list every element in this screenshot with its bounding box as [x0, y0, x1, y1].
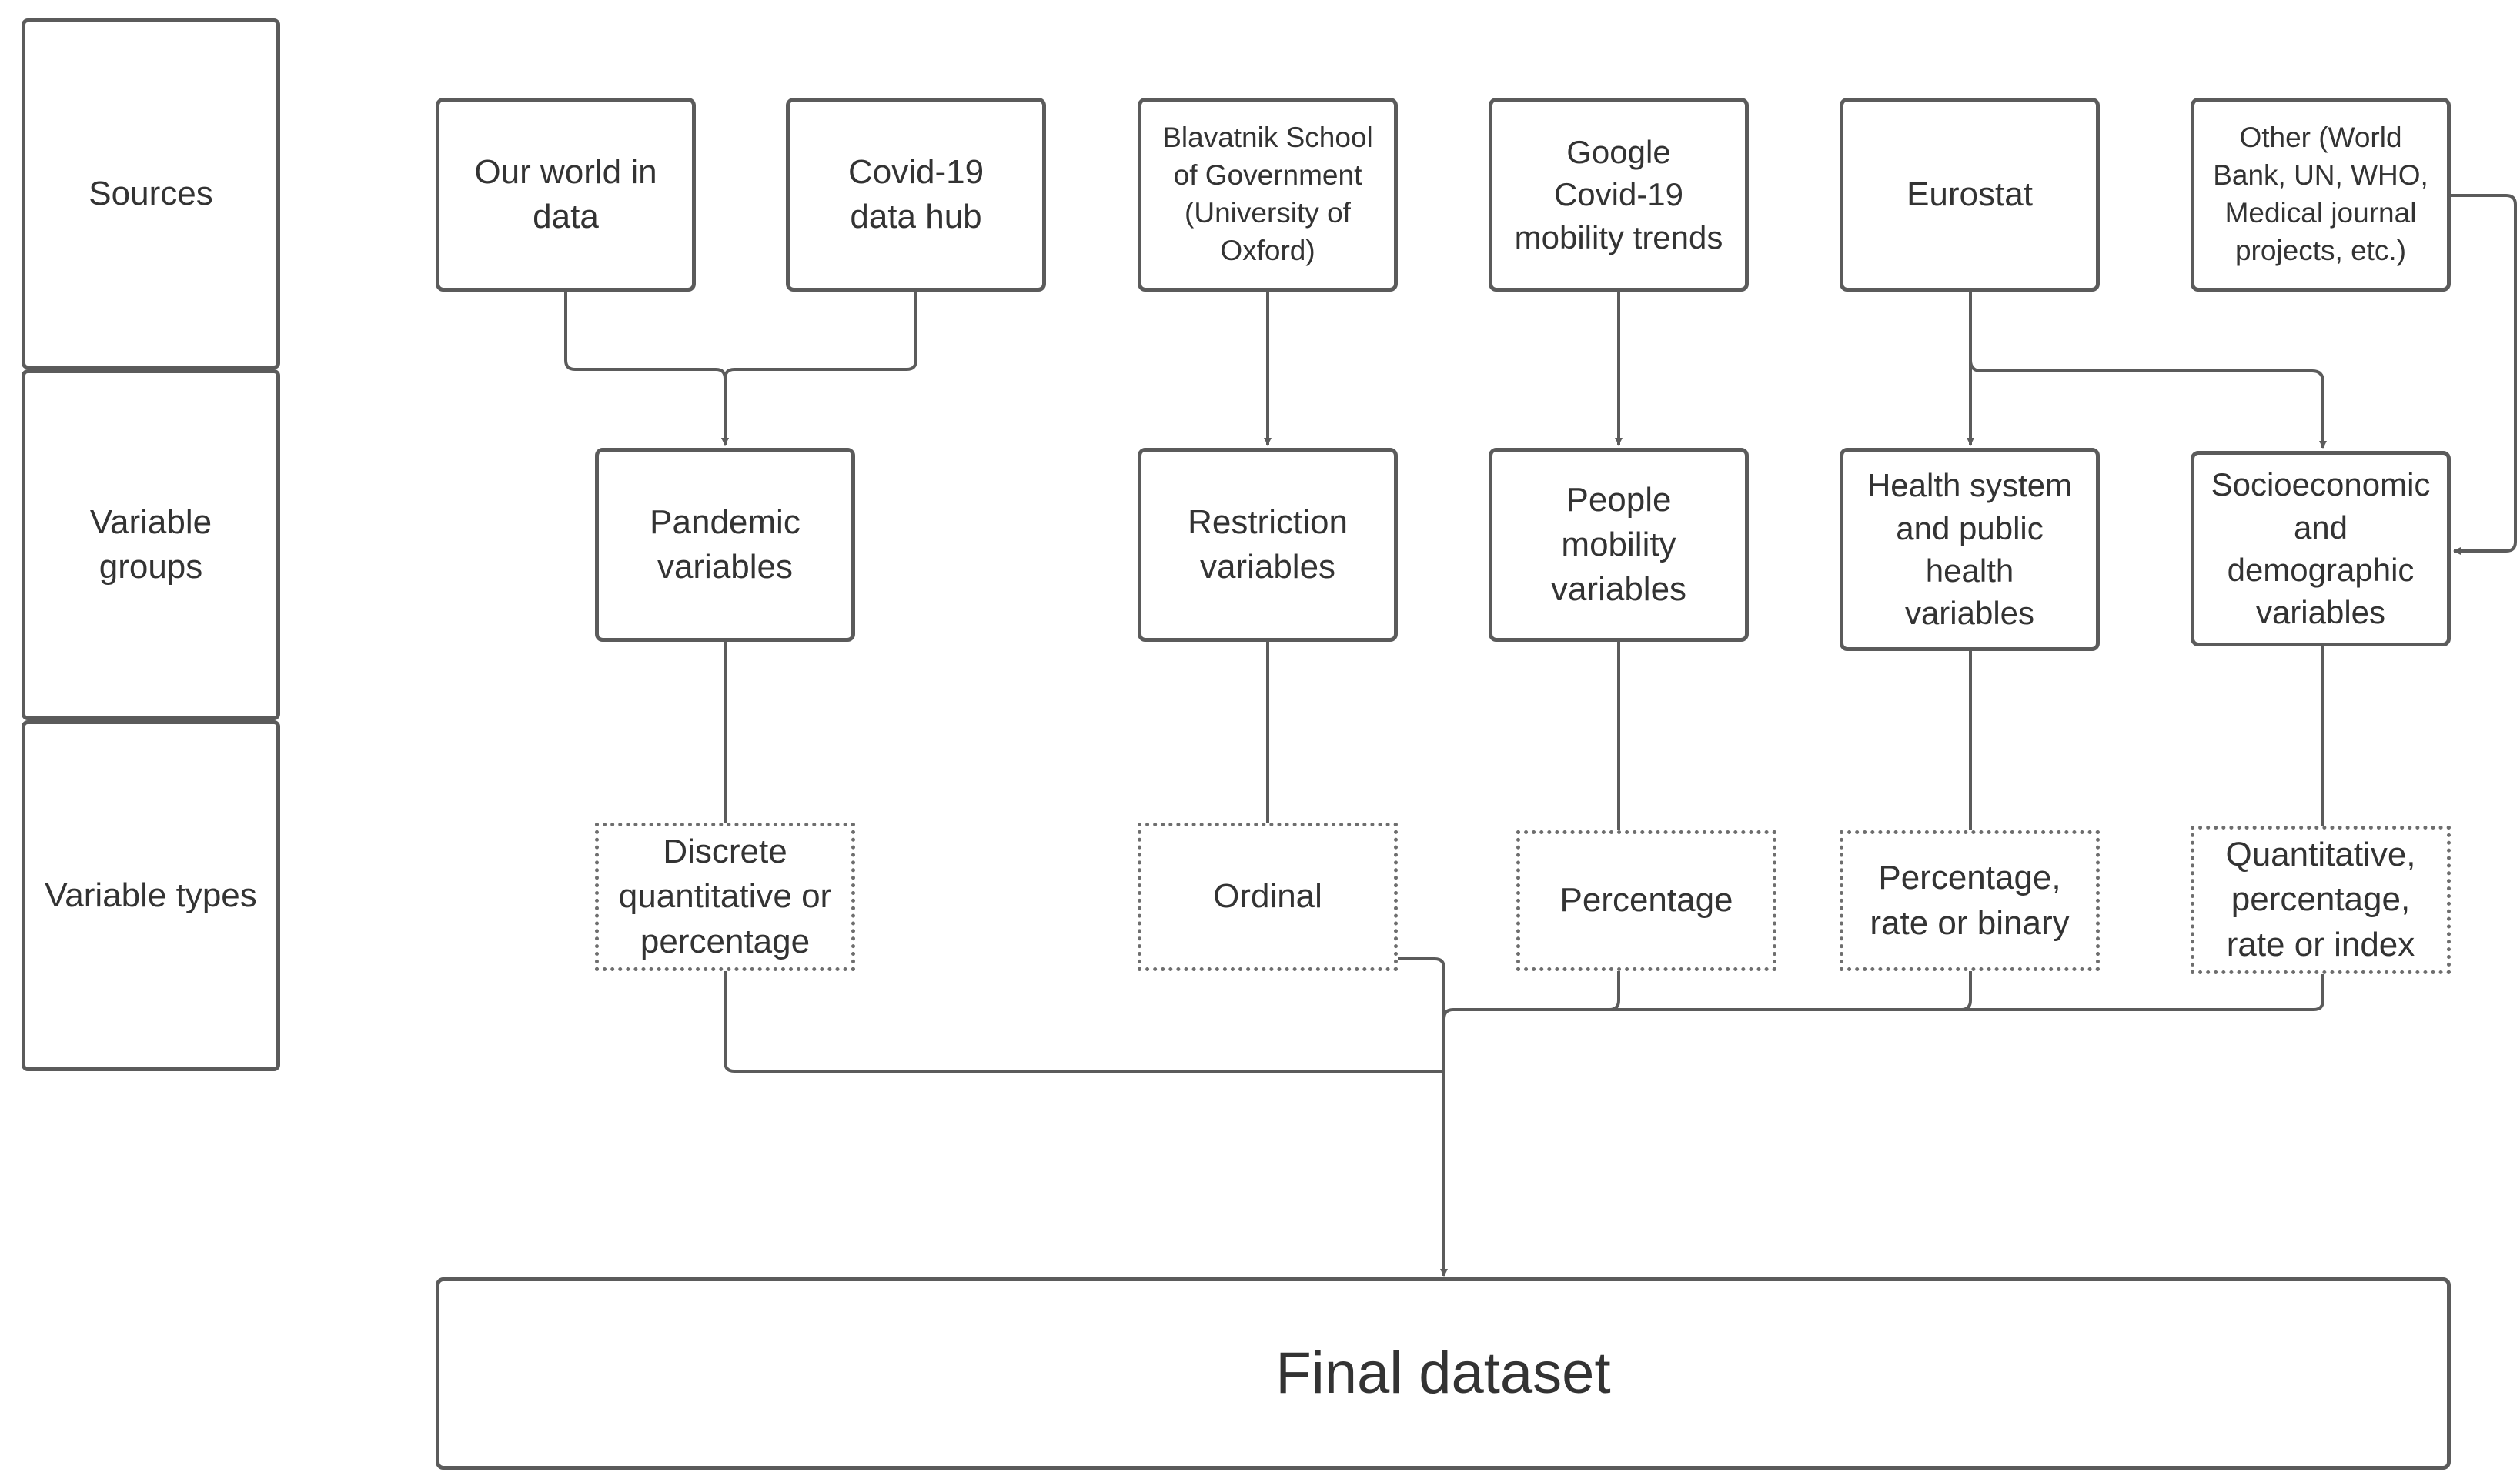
final-dataset-label: Final dataset — [1275, 1340, 1611, 1406]
final-dataset: Final dataset — [436, 1277, 2451, 1470]
row-header-variable-types-label: Variable types — [45, 876, 257, 914]
source-blavatnik-school: Blavatnik School of Government (Universi… — [1138, 98, 1398, 292]
group-people-mobility-variables: People mobility variables — [1489, 448, 1749, 642]
group-pandemic-variables-label: Pandemic variables — [650, 502, 800, 586]
edge-pct-rate-stub — [1960, 970, 1972, 1011]
source-our-world-in-data: Our world in data — [436, 98, 696, 292]
source-blavatnik-school-label: Blavatnik School of Government (Universi… — [1162, 122, 1373, 266]
row-header-variable-groups: Variable groups — [22, 369, 280, 720]
source-covid19-data-hub-label: Covid-19 data hub — [847, 152, 984, 235]
edge-owid-to-pandemic — [564, 290, 729, 446]
group-socioeconomic-variables: Socioeconomic and demographic variables — [2191, 451, 2451, 646]
edge-covidhub-to-pandemic — [721, 290, 917, 446]
edge-ordinal-to-final — [1395, 957, 1448, 1277]
type-ordinal: Ordinal — [1138, 823, 1398, 971]
edge-other-to-socio — [2451, 194, 2517, 555]
type-quantitative-index: Quantitative, percentage, rate or index — [2191, 826, 2451, 974]
type-percentage-rate-binary-label: Percentage, rate or binary — [1870, 859, 2070, 942]
edge-discrete-to-final — [724, 970, 1443, 1073]
group-restriction-variables: Restriction variables — [1138, 448, 1398, 642]
edge-eurostat-to-socio — [1969, 290, 2327, 449]
type-percentage-rate-binary: Percentage, rate or binary — [1840, 830, 2100, 971]
row-header-sources-label: Sources — [89, 174, 213, 212]
row-header-sources: Sources — [22, 18, 280, 369]
type-percentage-label: Percentage — [1559, 881, 1733, 920]
row-header-variable-groups-label: Variable groups — [89, 502, 212, 586]
group-pandemic-variables: Pandemic variables — [595, 448, 855, 642]
type-quantitative-index-label: Quantitative, percentage, rate or index — [2225, 836, 2416, 963]
source-other: Other (World Bank, UN, WHO, Medical jour… — [2191, 98, 2451, 292]
group-restriction-variables-label: Restriction variables — [1188, 502, 1348, 586]
row-header-variable-types: Variable types — [22, 720, 280, 1071]
source-covid19-data-hub: Covid-19 data hub — [786, 98, 1046, 292]
type-ordinal-label: Ordinal — [1213, 877, 1322, 916]
group-socioeconomic-variables-label: Socioeconomic and demographic variables — [2211, 466, 2431, 631]
edge-percentage-stub — [1609, 970, 1620, 1011]
group-health-system-variables-label: Health system and public health variable… — [1867, 467, 2073, 632]
source-google-mobility-label: Google Covid-19 mobility trends — [1514, 133, 1723, 255]
source-our-world-in-data-label: Our world in data — [474, 152, 657, 235]
type-percentage: Percentage — [1516, 830, 1776, 971]
group-health-system-variables: Health system and public health variable… — [1840, 448, 2100, 651]
source-google-mobility: Google Covid-19 mobility trends — [1489, 98, 1749, 292]
edge-merge-bar — [1442, 973, 2324, 1020]
type-discrete-quantitative-label: Discrete quantitative or percentage — [618, 833, 832, 960]
source-eurostat: Eurostat — [1840, 98, 2100, 292]
type-discrete-quantitative: Discrete quantitative or percentage — [595, 823, 855, 971]
group-people-mobility-variables-label: People mobility variables — [1550, 480, 1687, 609]
source-eurostat-label: Eurostat — [1907, 175, 2033, 213]
source-other-label: Other (World Bank, UN, WHO, Medical jour… — [2213, 122, 2428, 266]
